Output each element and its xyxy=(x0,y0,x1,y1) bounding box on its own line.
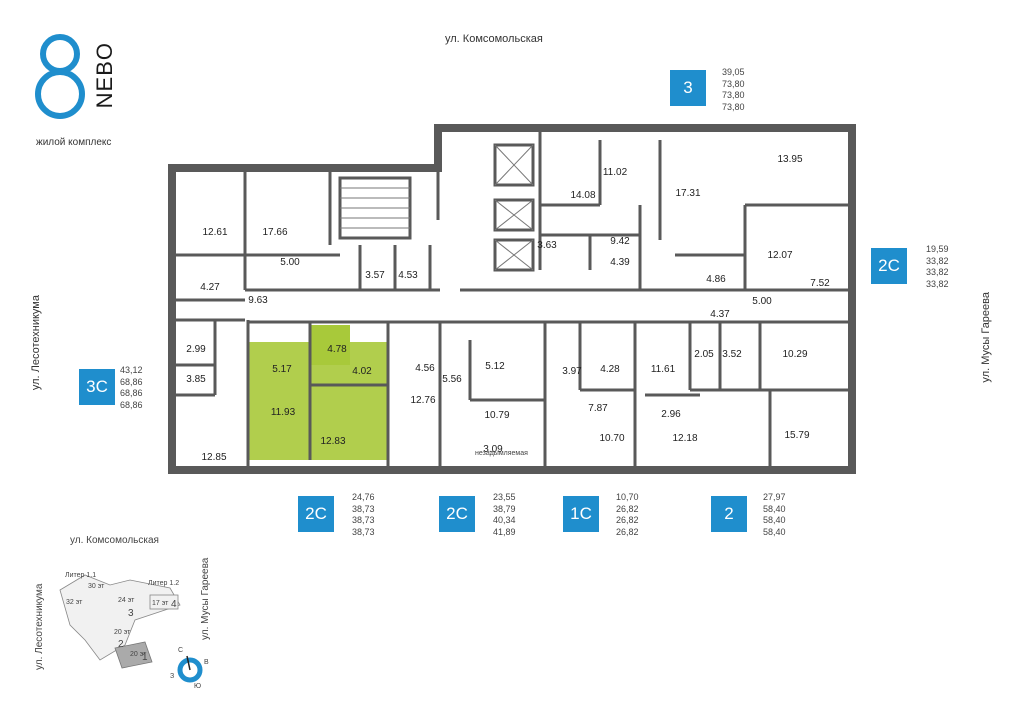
room-area-label: 7.52 xyxy=(810,278,830,289)
apartment-type: 3С xyxy=(86,377,108,396)
room-area-label: 7.87 xyxy=(588,403,608,414)
room-area-label: 3.63 xyxy=(537,240,557,251)
apartment-type: 2 xyxy=(724,504,734,523)
room-area-label: 4.27 xyxy=(200,282,220,293)
site-floor-label: 20 эт xyxy=(114,629,131,636)
room-area-label: 2.05 xyxy=(694,349,714,360)
room-area-label: 4.56 xyxy=(415,363,435,374)
room-area-label: 5.12 xyxy=(485,361,505,372)
room-area-label: 2.96 xyxy=(661,409,681,420)
site-floor-label: 24 эт xyxy=(118,597,135,604)
apartment-badge-3[interactable]: 3 xyxy=(670,70,706,106)
room-area-label: 12.07 xyxy=(767,250,792,261)
room-area-label: 15.79 xyxy=(784,430,809,441)
apartment-badge-3c[interactable]: 3С xyxy=(79,369,115,405)
room-area-label: 2.99 xyxy=(186,344,206,355)
site-floor-label: 20 эт xyxy=(130,651,147,658)
site-street-right: ул. Мусы Гареева xyxy=(200,557,211,640)
apartment-badge-2[interactable]: 2 xyxy=(711,496,747,532)
room-area-label: 9.42 xyxy=(610,236,630,247)
room-area-label: 4.28 xyxy=(600,364,620,375)
compass-north: С xyxy=(178,647,183,654)
room-area-label: 10.29 xyxy=(782,349,807,360)
room-area-label: 13.95 xyxy=(777,154,802,165)
site-section-label: 1 xyxy=(142,652,148,663)
room-area-label: 3.85 xyxy=(186,374,206,385)
logo-subtitle: жилой комплекс xyxy=(36,137,112,148)
site-litera-2: Литер 1.2 xyxy=(148,580,179,587)
room-area-label: 4.86 xyxy=(706,274,726,285)
apartment-type: 1С xyxy=(570,504,592,523)
room-area-label: 12.85 xyxy=(201,452,226,463)
compass-west: З xyxy=(170,673,174,680)
room-area-label: 11.93 xyxy=(271,407,296,418)
site-floor-label: 30 эт xyxy=(88,583,105,590)
room-area-label: 3.09 xyxy=(483,444,503,455)
room-area-label: 5.00 xyxy=(752,296,772,307)
apartment-badge-1c[interactable]: 1С xyxy=(563,496,599,532)
compass-east: В xyxy=(204,659,209,666)
room-area-label: 4.37 xyxy=(710,309,730,320)
room-area-label: 5.56 xyxy=(442,374,462,385)
room-area-label: 5.17 xyxy=(272,364,292,375)
site-section-label: 2 xyxy=(118,639,124,650)
apartment-badge-2c-right[interactable]: 2С xyxy=(871,248,907,284)
room-area-label: 4.53 xyxy=(398,270,418,281)
room-area-label: 10.79 xyxy=(484,410,509,421)
room-area-label: 5.00 xyxy=(280,257,300,268)
room-area-label: 12.61 xyxy=(202,227,227,238)
room-area-label: 4.78 xyxy=(327,344,347,355)
compass-icon xyxy=(177,657,203,683)
site-street-top: ул. Комсомольская xyxy=(70,535,159,546)
room-area-label: 3.57 xyxy=(365,270,385,281)
stair-note: незадымляемая xyxy=(475,450,528,457)
room-area-label: 3.97 xyxy=(562,366,582,377)
room-area-label: 12.83 xyxy=(320,436,345,447)
room-area-label: 17.31 xyxy=(675,188,700,199)
compass-south: Ю xyxy=(194,683,201,690)
site-street-left: ул. Лесотехникума xyxy=(34,583,45,670)
site-floor-label: 32 эт xyxy=(66,599,83,606)
room-area-label: 10.70 xyxy=(599,433,624,444)
room-area-label: 9.63 xyxy=(248,295,268,306)
apartment-badge-2c-a[interactable]: 2С xyxy=(298,496,334,532)
room-area-label: 11.61 xyxy=(651,364,676,375)
room-area-label: 4.02 xyxy=(352,366,372,377)
apartment-type: 2С xyxy=(878,256,900,275)
apartment-badge-2c-b[interactable]: 2С xyxy=(439,496,475,532)
site-section-label: 3 xyxy=(128,608,134,619)
room-area-label: 17.66 xyxy=(262,227,287,238)
room-area-label: 12.18 xyxy=(672,433,697,444)
site-floor-label: 17 эт xyxy=(152,600,169,607)
street-top-label: ул. Комсомольская xyxy=(445,33,543,45)
apartment-type: 3 xyxy=(683,78,693,97)
room-area-label: 4.39 xyxy=(610,257,630,268)
room-area-label: 12.76 xyxy=(410,395,435,406)
site-litera-1: Литер 1.1 xyxy=(65,572,96,579)
logo-eight-icon xyxy=(35,34,85,119)
apartment-type: 2С xyxy=(446,504,468,523)
room-area-label: 3.52 xyxy=(722,349,742,360)
site-plan: ул. Комсомольская ул. Лесотехникума ул. … xyxy=(34,535,211,690)
apartment-type: 2С xyxy=(305,504,327,523)
site-section-label: 4 xyxy=(171,599,177,610)
room-area-label: 14.08 xyxy=(570,190,595,201)
room-area-label: 11.02 xyxy=(603,167,628,178)
